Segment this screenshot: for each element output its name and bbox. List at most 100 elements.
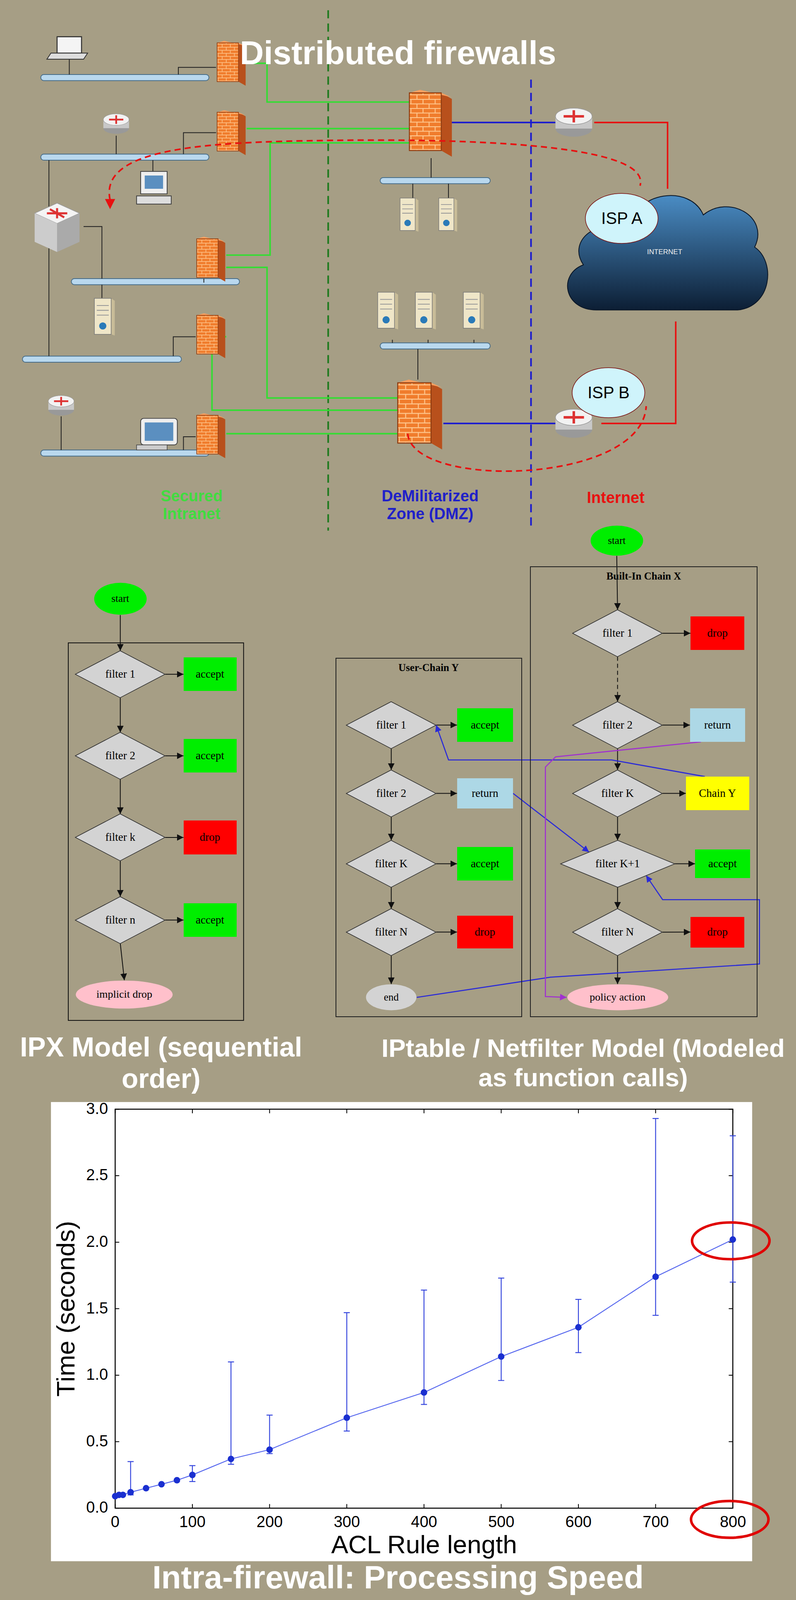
- node-label: drop: [199, 830, 221, 844]
- decision-diamond: filter 2: [75, 731, 166, 779]
- terminal-ellipse: ISP A: [585, 192, 659, 244]
- highlight-ring: [690, 1221, 770, 1537]
- zone-divider: [328, 10, 531, 531]
- axis-label: 200: [249, 1512, 291, 1530]
- action-box: drop: [690, 916, 745, 948]
- flow-arrow: [436, 863, 458, 864]
- decision-diamond: filter 2: [572, 701, 663, 749]
- server-icon: [463, 292, 484, 330]
- chain-title: Built-In Chain X: [530, 570, 757, 582]
- firewall-icon: [217, 110, 246, 155]
- terminal-ellipse: start: [590, 525, 644, 556]
- ellipse-shape: [93, 582, 147, 615]
- axis-label: 700: [635, 1512, 677, 1530]
- flow-arrow: [165, 673, 184, 675]
- data-point: [729, 1235, 737, 1242]
- router-icon: [48, 107, 593, 438]
- highlight-ring: [692, 1221, 770, 1259]
- axis-label: 2.5: [67, 1165, 109, 1184]
- ellipse-shape: [572, 367, 645, 418]
- axis-label: 3.0: [67, 1099, 109, 1118]
- node-label: filter n: [105, 913, 136, 926]
- polygon-shape: [346, 701, 437, 749]
- zone-divider: [530, 79, 533, 530]
- axis-label: 500: [480, 1512, 522, 1530]
- polygon-shape: [75, 896, 166, 943]
- axis-label: 600: [558, 1512, 600, 1530]
- flow-arrow: [617, 886, 619, 909]
- action-box: accept: [183, 738, 237, 773]
- polygon-shape: [75, 731, 166, 779]
- action-box: accept: [183, 656, 237, 691]
- data-point: [652, 1272, 660, 1280]
- firewall-icon: [196, 313, 226, 358]
- dmz-link: [443, 122, 556, 424]
- dmz-link: [443, 122, 556, 424]
- polygon-shape: [346, 769, 437, 817]
- flow-arrow: [662, 724, 691, 725]
- node-label: end: [383, 990, 399, 1003]
- flow-arrow: [616, 555, 618, 610]
- terminal-ellipse: ISP B: [571, 366, 645, 418]
- firewall-icon: [196, 40, 452, 458]
- action-box: accept: [457, 707, 514, 742]
- flow-arrow: [119, 860, 121, 897]
- node-label: filter 2: [376, 786, 407, 800]
- action-box: drop: [183, 819, 237, 854]
- polygon-shape: [75, 813, 166, 861]
- data-point: [420, 1388, 428, 1396]
- highlight-ring: [690, 1500, 769, 1537]
- polygon-shape: [560, 839, 675, 887]
- network-wire: [48, 59, 474, 450]
- action-box: accept: [695, 848, 751, 878]
- lan-segment: [40, 449, 209, 456]
- router-icon: [48, 395, 75, 415]
- decision-diamond: filter n: [75, 896, 166, 943]
- decision-diamond: filter K+1: [560, 839, 675, 887]
- action-box: return: [457, 777, 514, 809]
- lan-segment: [380, 177, 491, 184]
- data-point: [498, 1352, 505, 1360]
- ellipse-shape: [76, 980, 173, 1009]
- flow-arrow: [662, 931, 691, 933]
- decision-diamond: filter 1: [346, 701, 437, 749]
- axis-label: 300: [326, 1512, 368, 1530]
- flow-arrow: [120, 942, 125, 980]
- flow-arrow: [165, 836, 184, 838]
- decision-diamond: filter K: [572, 769, 663, 817]
- flow-arrow: [119, 697, 121, 732]
- flow-arrow: [617, 954, 619, 984]
- polygon-shape: [75, 650, 166, 698]
- node-label: filter 1: [602, 626, 633, 640]
- server-icon: [94, 197, 484, 336]
- action-box: drop: [690, 616, 745, 650]
- node-label: accept: [708, 856, 737, 870]
- router-icon: [103, 113, 130, 134]
- firewall-icon: [397, 379, 442, 450]
- chain-frame: [68, 642, 244, 1020]
- terminal-ellipse: start: [93, 582, 147, 615]
- decision-diamond: filter 1: [572, 609, 663, 657]
- ellipse-shape: [567, 983, 669, 1010]
- decision-diamond: filter N: [346, 908, 437, 955]
- decision-diamond: filter N: [572, 908, 663, 955]
- zone-label: Internet: [564, 488, 667, 507]
- node-label: accept: [195, 748, 225, 762]
- terminal-ellipse: implicit drop: [75, 979, 174, 1009]
- node-label: accept: [195, 913, 225, 926]
- switch-icon: [34, 203, 80, 252]
- node-label: filter 2: [105, 748, 136, 762]
- server-icon: [377, 292, 398, 330]
- node-label: start: [111, 592, 130, 605]
- flow-arrow: [674, 863, 696, 864]
- error-bar: [127, 1117, 736, 1494]
- firewall-icon: [409, 89, 452, 157]
- jump-arrow: [545, 741, 701, 997]
- node-label: implicit drop: [96, 987, 153, 1000]
- lan-segment: [380, 342, 491, 349]
- node-label: Chain Y: [698, 786, 737, 800]
- workstation-icon: [136, 195, 172, 204]
- node-label: filter N: [374, 925, 408, 938]
- router-icon: [555, 107, 593, 137]
